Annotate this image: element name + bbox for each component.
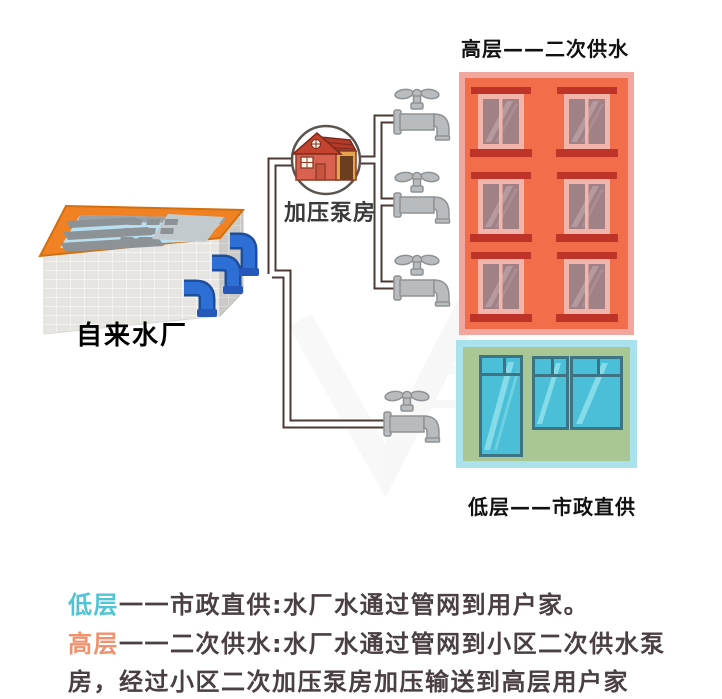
caption-line-low: 低层一一市政直供:水厂水通过管网到用户家。 xyxy=(68,585,589,620)
caption-term-high: 高层 xyxy=(68,630,119,658)
caption-text-high: 一一二次供水:水厂水通过管网到小区二次供水泵 xyxy=(119,630,666,658)
caption-line-high-cont: 房，经过小区二次加压泵房加压输送到高层用户家 xyxy=(68,668,629,696)
watermark xyxy=(288,289,487,498)
low-rise-building xyxy=(456,340,637,468)
faucet-icon xyxy=(393,253,451,307)
label-water-plant: 自来水厂 xyxy=(76,321,189,351)
faucet-icon xyxy=(393,170,451,224)
plant-outlet-pipes xyxy=(184,232,259,317)
caption-term-low: 低层 xyxy=(68,591,119,619)
label-high-rise: 高层——二次供水 xyxy=(461,37,629,61)
label-pump-house: 加压泵房 xyxy=(284,201,377,226)
label-low-rise: 低层——市政直供 xyxy=(468,495,636,519)
caption-text-low: 一一市政直供:水厂水通过管网到用户家。 xyxy=(119,591,590,619)
pump-house-icon xyxy=(290,124,362,196)
high-rise-building xyxy=(459,72,634,335)
faucet-icon xyxy=(393,87,451,141)
caption-line-high: 高层一一二次供水:水厂水通过管网到小区二次供水泵 xyxy=(68,624,666,659)
water-plant-icon xyxy=(38,204,259,335)
